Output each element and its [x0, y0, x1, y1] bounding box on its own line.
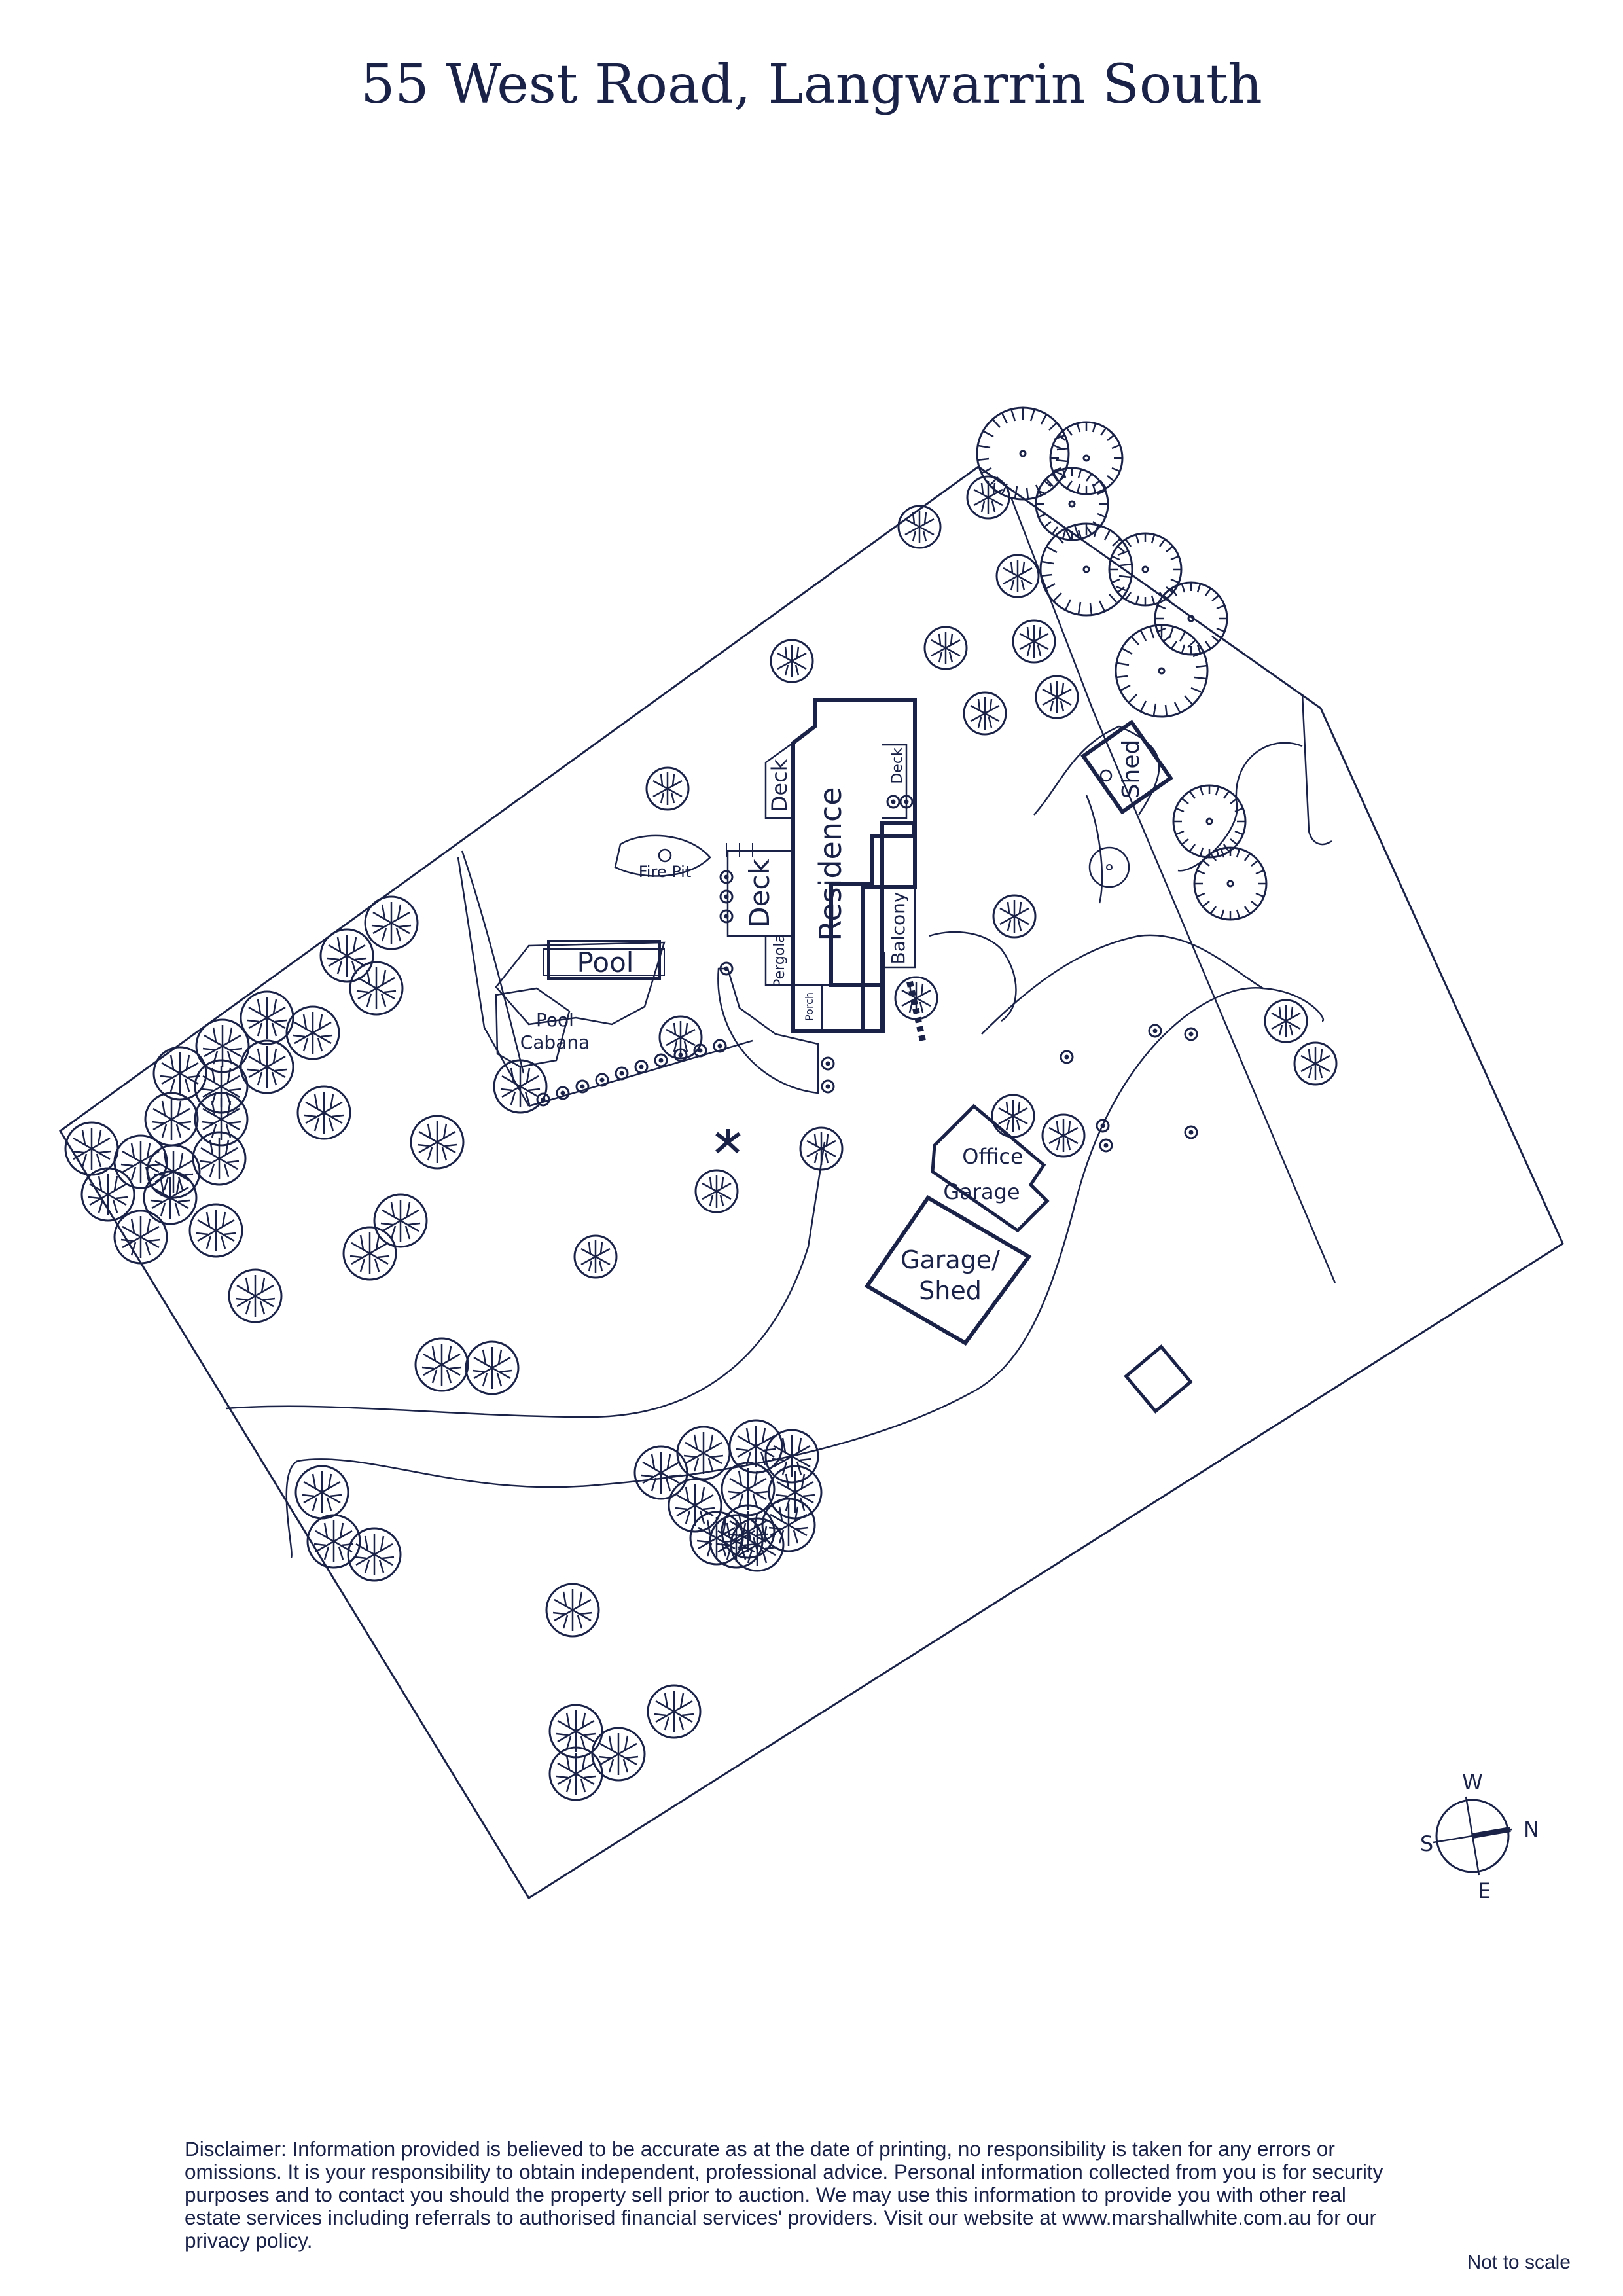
garage-shed [864, 1195, 1032, 1346]
fire-pit [658, 848, 672, 863]
label-pergola: Pergola [772, 934, 788, 988]
compass-w: W [1462, 1770, 1483, 1795]
compass-rose: W N S E [1420, 1770, 1539, 1903]
label-pool-cabana-1: Pool [536, 1009, 574, 1031]
label-residence: Residence [813, 787, 848, 941]
driveway [297, 987, 1324, 1488]
fence-line [1010, 497, 1336, 1283]
driveway [285, 1460, 298, 1558]
pool-inner [543, 948, 665, 976]
fence-line [1301, 693, 1332, 846]
label-porch: Porch [803, 992, 815, 1021]
not-to-scale-note: Not to scale [1467, 2251, 1571, 2273]
label-garage: Garage [943, 1179, 1020, 1204]
property-boundary [58, 465, 1564, 1900]
fire-pit-area [614, 834, 711, 877]
label-balcony: Balcony [887, 892, 909, 965]
pool-fence [457, 857, 530, 1107]
compass-s: S [1420, 1831, 1433, 1856]
pool [547, 940, 661, 980]
porch [793, 984, 823, 1032]
paved-area [717, 967, 819, 1094]
label-office: Office [962, 1144, 1023, 1169]
label-garage-shed-1: Garage/ [901, 1246, 1000, 1274]
path-loop [929, 931, 1017, 1022]
shed-building [1080, 719, 1173, 815]
driveway [225, 1141, 826, 1418]
path-loop [1033, 725, 1160, 816]
disclaimer-text: Disclaimer: Information provided is beli… [185, 2137, 1383, 2252]
deck-steps [726, 843, 753, 857]
residence-building [791, 698, 917, 1033]
balcony [882, 886, 916, 969]
label-garage-shed-2: Shed [919, 1276, 982, 1305]
label-fire-pit: Fire Pit [639, 863, 691, 881]
compass-e: E [1478, 1878, 1491, 1903]
deck-right [882, 744, 908, 819]
label-deck-upper: Deck [767, 759, 792, 812]
pool-cabana [495, 987, 571, 1068]
flower [715, 1129, 741, 1154]
office-garage [931, 1103, 1050, 1233]
label-shed: Shed [1118, 740, 1145, 799]
path-loop [1177, 742, 1303, 872]
driveway [981, 934, 1264, 1035]
compass-n: N [1524, 1817, 1539, 1842]
page-title: 55 West Road, Langwarrin South [361, 54, 1262, 116]
label-deck-main: Deck [743, 859, 776, 928]
fence-line [461, 850, 525, 1074]
hedge [906, 980, 926, 1042]
label-pool-cabana-2: Cabana [520, 1031, 590, 1053]
deck-upper [764, 742, 794, 819]
label-deck-right: Deck [889, 747, 906, 784]
label-pool: Pool [577, 946, 634, 978]
small-structure [1124, 1344, 1193, 1414]
